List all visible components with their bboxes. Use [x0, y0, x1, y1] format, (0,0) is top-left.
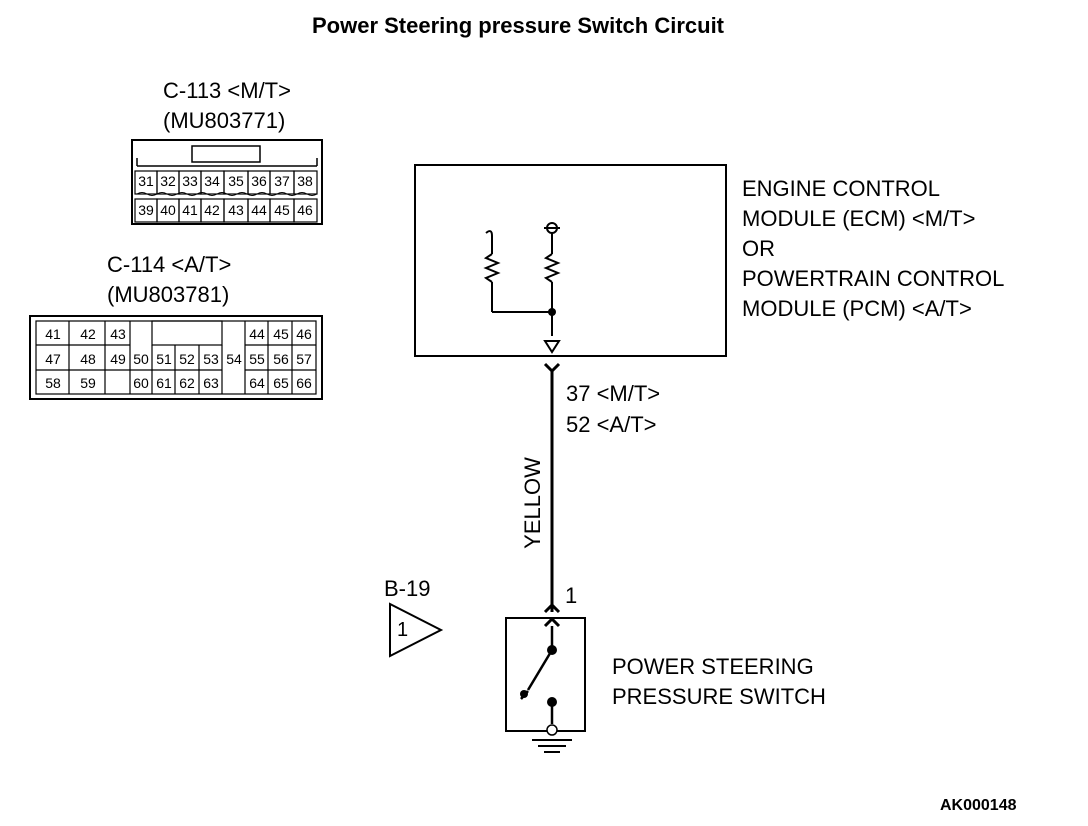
c114-pin: 44	[249, 326, 265, 342]
c114-pin: 62	[179, 375, 195, 391]
c113-pin-labels: 31 32 33 34 35 36 37 38 39 40 41 42 43 4…	[138, 173, 313, 218]
c114-pin: 58	[45, 375, 61, 391]
c113-part-number: (MU803771)	[163, 108, 286, 133]
switch-contact	[547, 645, 557, 655]
switch-symbol	[520, 626, 554, 724]
c113-label: C-113 <M/T>	[163, 78, 291, 103]
c114-pin: 54	[226, 351, 242, 367]
b19-pin-label: 1	[397, 619, 409, 641]
diagram-title: Power Steering pressure Switch Circuit	[312, 13, 725, 38]
c113-pin: 42	[204, 202, 220, 218]
c114-pin: 46	[296, 326, 312, 342]
ecm-label-line5: MODULE (PCM) <A/T>	[742, 296, 972, 321]
c113-pin: 38	[297, 173, 313, 189]
c114-pin: 52	[179, 351, 195, 367]
connector-c113-face	[131, 139, 323, 225]
c113-pin: 36	[251, 173, 267, 189]
wire-color-label: YELLOW	[520, 457, 545, 549]
switch-label-line2: PRESSURE SWITCH	[612, 684, 826, 709]
ecm-label-line2: MODULE (ECM) <M/T>	[742, 206, 976, 231]
c114-pin: 53	[203, 351, 219, 367]
c114-pin: 42	[80, 326, 96, 342]
c114-pin: 51	[156, 351, 172, 367]
c114-pin: 49	[110, 351, 126, 367]
ecm-label-line3: OR	[742, 236, 775, 261]
junction-dot	[548, 308, 556, 316]
c113-pin: 39	[138, 202, 154, 218]
ecm-box	[414, 164, 727, 357]
terminal-mt-label: 37 <M/T>	[566, 381, 661, 406]
c113-pin: 43	[228, 202, 244, 218]
c114-pin: 41	[45, 326, 61, 342]
c114-pin: 55	[249, 351, 265, 367]
ground-icon	[532, 739, 572, 753]
connector-c114-face	[29, 315, 323, 400]
c114-part-number: (MU803781)	[107, 282, 230, 307]
c114-pin: 57	[296, 351, 312, 367]
c114-pin: 47	[45, 351, 61, 367]
b19-label: B-19	[384, 576, 431, 601]
c114-pin: 61	[156, 375, 172, 391]
c113-pin: 41	[182, 202, 198, 218]
ecm-internal-circuit	[483, 222, 561, 354]
c114-pin: 64	[249, 375, 265, 391]
c114-label: C-114 <A/T>	[107, 252, 232, 277]
ground-terminal	[546, 724, 558, 736]
c114-pin: 66	[296, 375, 312, 391]
terminal-at-label: 52 <A/T>	[566, 412, 657, 437]
switch-pin-label: 1	[565, 583, 578, 608]
c113-pin: 33	[182, 173, 198, 189]
yellow-wire	[543, 362, 561, 628]
c114-pin: 59	[80, 375, 96, 391]
switch-contact	[520, 690, 528, 698]
switch-box	[505, 617, 586, 732]
c114-pin: 45	[273, 326, 289, 342]
c114-pin: 50	[133, 351, 149, 367]
c114-pin-labels: 41 42 43 44 45 46 47 48 49 50 51 52 53 5…	[45, 326, 312, 391]
c113-pin: 40	[160, 202, 176, 218]
c113-pin: 35	[228, 173, 244, 189]
c114-pin: 65	[273, 375, 289, 391]
c113-pin: 34	[204, 173, 220, 189]
b19-connector-icon	[389, 602, 444, 658]
c113-pin: 45	[274, 202, 290, 218]
c114-pin: 63	[203, 375, 219, 391]
c113-pin: 31	[138, 173, 154, 189]
ecm-label-line4: POWERTRAIN CONTROL	[742, 266, 1005, 291]
figure-code: AK000148	[940, 797, 1017, 814]
c113-pin-cell	[293, 170, 318, 195]
c113-pin-cell	[293, 198, 318, 223]
c113-pin: 46	[297, 202, 313, 218]
c114-pin: 60	[133, 375, 149, 391]
switch-label-line1: POWER STEERING	[612, 654, 814, 679]
ecm-label-line1: ENGINE CONTROL	[742, 176, 941, 201]
switch-contact	[547, 697, 557, 707]
c113-pin: 44	[251, 202, 267, 218]
c114-pin: 43	[110, 326, 126, 342]
c113-pin: 37	[274, 173, 290, 189]
c113-pin: 32	[160, 173, 176, 189]
c114-pin: 56	[273, 351, 289, 367]
c114-pin: 48	[80, 351, 96, 367]
